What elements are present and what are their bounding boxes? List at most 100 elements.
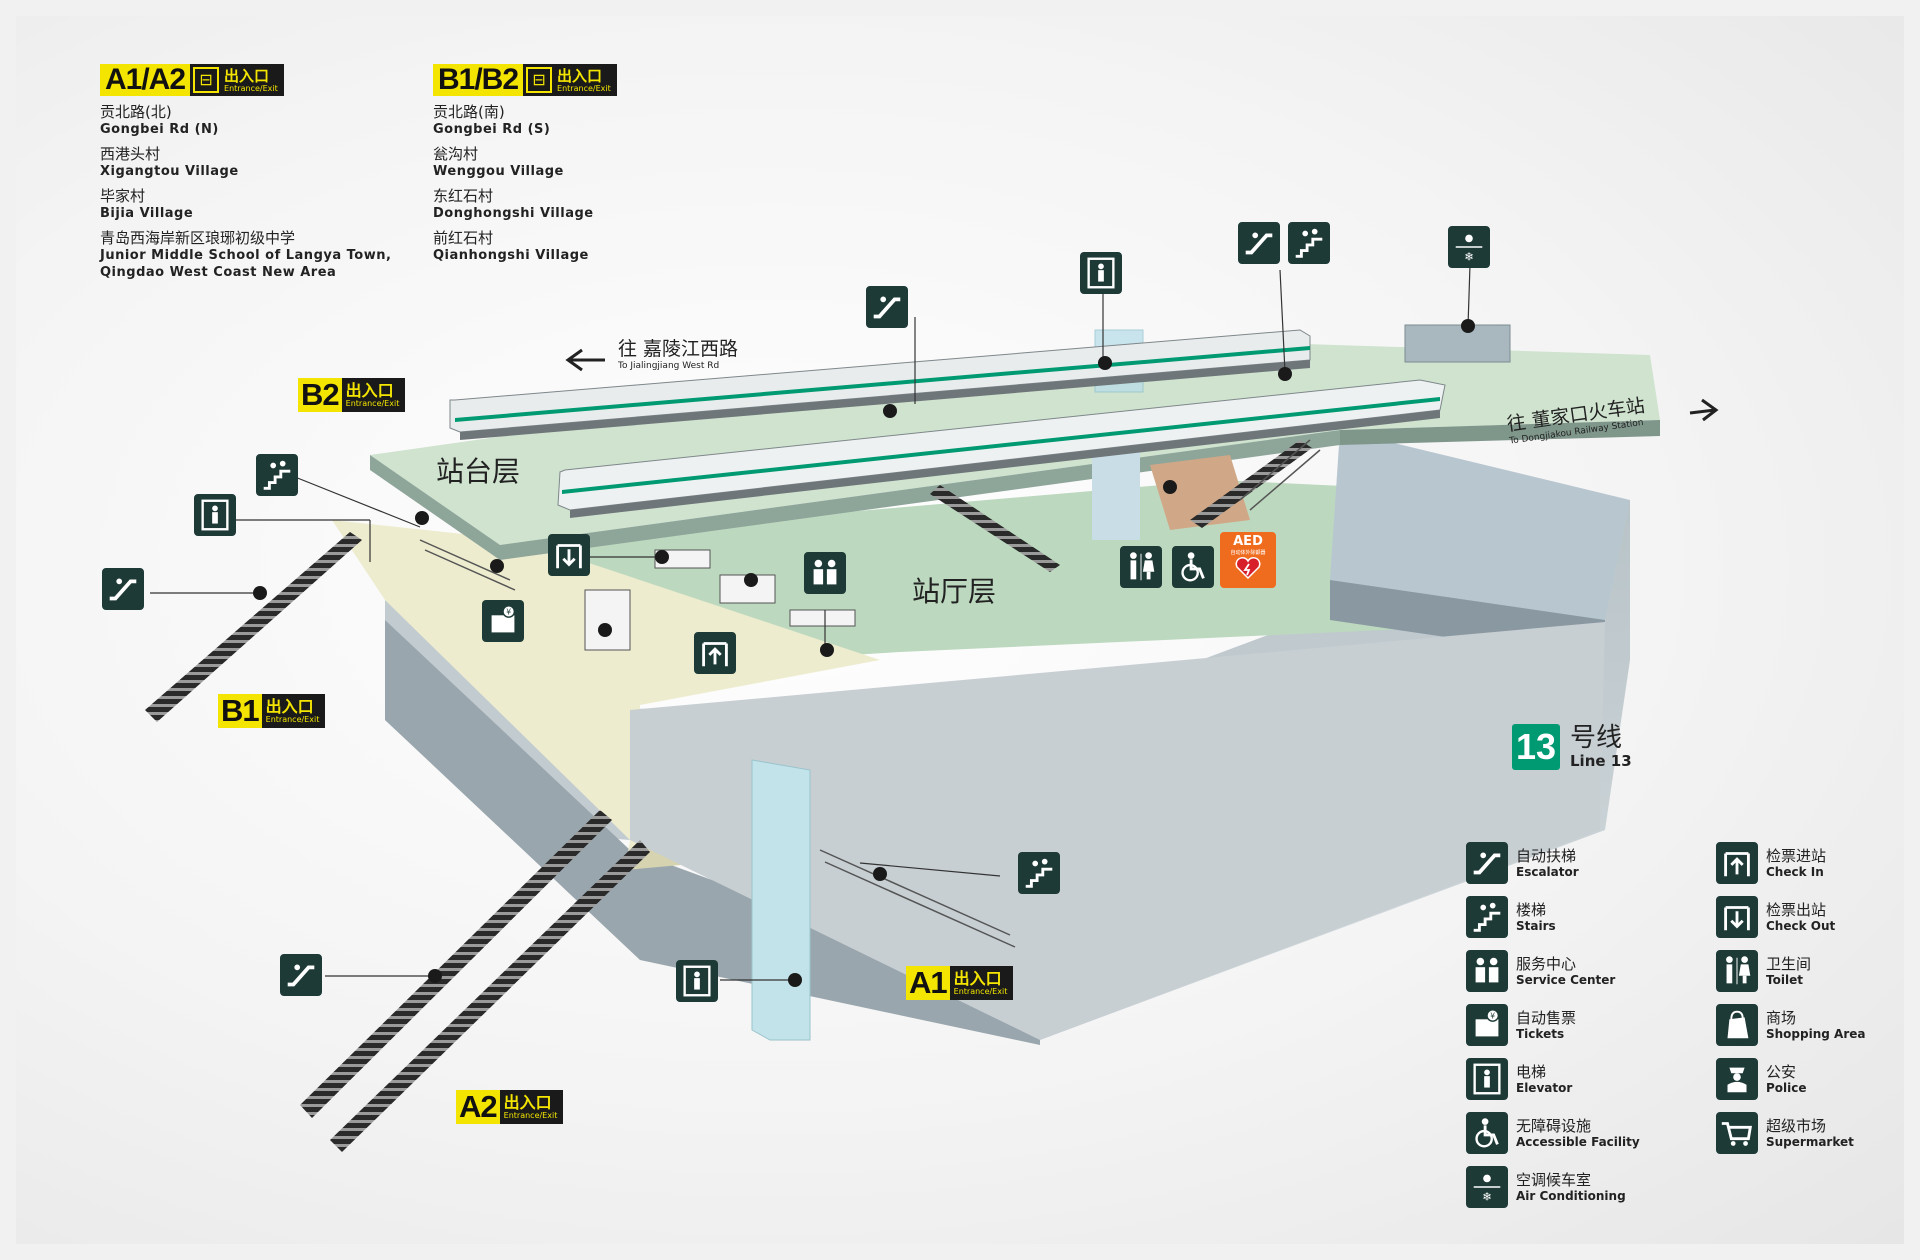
escalator-icon[interactable] xyxy=(866,286,908,328)
destination-item: 贡北路(北)Gongbei Rd (N) xyxy=(100,104,400,138)
check-out-icon[interactable] xyxy=(548,534,590,576)
accessible-icon xyxy=(1466,1112,1508,1154)
dest-en: Bijia Village xyxy=(100,206,194,221)
stairs-icon[interactable] xyxy=(1018,852,1060,894)
ticket-machine-icon: ¥ xyxy=(1466,1004,1508,1046)
exit-tag-en: Entrance/Exit xyxy=(345,398,400,408)
legend-en: Stairs xyxy=(1516,918,1556,933)
aed-sign: AED 自动体外除颤器 xyxy=(1220,532,1276,588)
legend-en: Police xyxy=(1766,1080,1807,1095)
legend-cn: 无障碍设施 xyxy=(1516,1116,1592,1135)
legend-en: Check In xyxy=(1766,864,1824,879)
svg-text:❄: ❄ xyxy=(1464,249,1474,263)
gate-icon: ⊟ xyxy=(526,67,553,93)
dest-en: Gongbei Rd (S) xyxy=(433,122,551,137)
check-in-icon[interactable] xyxy=(694,632,736,674)
line-en: Line 13 xyxy=(1570,752,1632,770)
dest-en: Junior Middle School of Langya Town, Qin… xyxy=(100,248,392,280)
lower-floor xyxy=(630,622,1605,1040)
direction-west-cn: 往 嘉陵江西路 xyxy=(618,338,739,360)
legend-cn: 卫生间 xyxy=(1766,954,1812,973)
escalator-icon[interactable] xyxy=(1238,222,1280,264)
gate-icon: ⊟ xyxy=(193,67,220,93)
dest-en: Donghongshi Village xyxy=(433,206,594,221)
escalator-icon[interactable] xyxy=(102,568,144,610)
elevator-icon[interactable] xyxy=(676,960,718,1002)
elevator-icon[interactable] xyxy=(1080,252,1122,294)
aed-title: AED xyxy=(1233,534,1263,549)
gates-and-machines xyxy=(584,549,856,651)
svg-text:¥: ¥ xyxy=(506,607,511,616)
exit-tag-cn: 出入口 xyxy=(265,696,314,716)
heart-icon xyxy=(1235,557,1261,580)
dest-cn: 毕家村 xyxy=(100,187,146,205)
service-center-icon xyxy=(1466,950,1508,992)
legend-cn: 检票进站 xyxy=(1766,846,1827,865)
exit-code-a1-a2: A1/A2 xyxy=(100,64,191,96)
legend-cn: 自动售票 xyxy=(1516,1008,1577,1027)
dest-en: Gongbei Rd (N) xyxy=(100,122,219,137)
dest-cn: 前红石村 xyxy=(433,229,494,247)
police-icon xyxy=(1716,1058,1758,1100)
stairs-icon[interactable] xyxy=(256,454,298,496)
dest-en: Xigangtou Village xyxy=(100,164,239,179)
dest-cn: 西港头村 xyxy=(100,145,161,163)
air-conditioning-icon[interactable]: ❄ xyxy=(1448,226,1490,268)
toilet-icon[interactable] xyxy=(1120,546,1162,588)
stairs xyxy=(419,439,1321,948)
exit-tag-en: Entrance/Exit xyxy=(953,986,1008,996)
direction-arrows xyxy=(565,348,1719,422)
accessible-icon[interactable] xyxy=(1172,546,1214,588)
legend-en: Tickets xyxy=(1516,1026,1565,1041)
pillar-2 xyxy=(751,759,811,1041)
legend-cn: 空调候车室 xyxy=(1516,1170,1592,1189)
stairs-icon xyxy=(1466,896,1508,938)
legend-cn: 自动扶梯 xyxy=(1516,846,1577,865)
legend-cn: 服务中心 xyxy=(1516,954,1577,973)
elevator-icon[interactable] xyxy=(194,494,236,536)
ticket-machine-icon[interactable]: ¥ xyxy=(482,600,524,642)
escalator-icon[interactable] xyxy=(280,954,322,996)
dest-cn: 青岛西海岸新区琅琊初级中学 xyxy=(100,229,296,247)
exit-label-en: Entrance/Exit xyxy=(224,83,278,93)
legend-en: Escalator xyxy=(1516,864,1579,879)
svg-text:❄: ❄ xyxy=(1482,1189,1492,1203)
line-number: 13 xyxy=(1512,724,1560,770)
floor-label-concourse: 站厅层 xyxy=(912,575,997,608)
train-north xyxy=(449,329,1311,440)
air-conditioning-icon: ❄ xyxy=(1466,1166,1508,1208)
exit-label-cn: 出入口 xyxy=(557,66,603,85)
elevator-icon xyxy=(1466,1058,1508,1100)
stairs-icon[interactable] xyxy=(1288,222,1330,264)
check-in-icon xyxy=(1716,842,1758,884)
legend-en: Toilet xyxy=(1766,972,1803,987)
line-cn: 号线 xyxy=(1570,723,1623,753)
dest-cn: 东红石村 xyxy=(433,187,494,205)
legend-cn: 楼梯 xyxy=(1516,900,1547,919)
legend-en: Air Conditioning xyxy=(1516,1188,1626,1203)
service-center-icon[interactable] xyxy=(804,552,846,594)
floor-label-platform: 站台层 xyxy=(436,455,521,488)
exit-tag-en: Entrance/Exit xyxy=(503,1110,558,1120)
dest-cn: 贡北路(北) xyxy=(100,103,172,121)
legend-en: Supermarket xyxy=(1766,1134,1854,1149)
